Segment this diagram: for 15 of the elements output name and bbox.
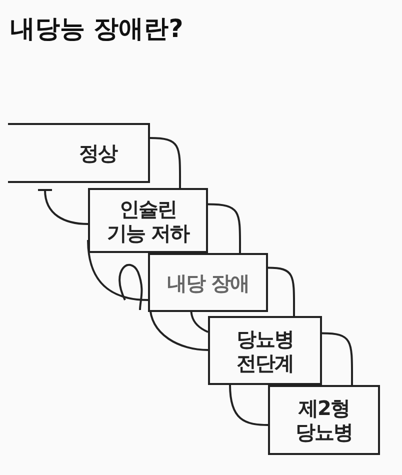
- title: 내당능 장애란?: [10, 13, 184, 45]
- step-box: [208, 316, 322, 385]
- step-label: 제2형 당뇨병: [294, 396, 354, 444]
- step-label: 인슐린 기능 저하: [106, 196, 190, 244]
- connector-curve: [322, 332, 354, 385]
- step-label: 정상: [79, 141, 117, 165]
- connector-curve: [208, 203, 242, 253]
- step-box: [88, 188, 208, 253]
- step-box: [8, 123, 150, 183]
- connector-curve: [150, 137, 182, 188]
- step-label: 당뇨병 전단계: [236, 326, 294, 374]
- step-label: 내당 장애: [167, 270, 249, 294]
- step-box: [148, 253, 268, 312]
- step-box: [268, 385, 380, 455]
- connector-curve: [268, 266, 296, 316]
